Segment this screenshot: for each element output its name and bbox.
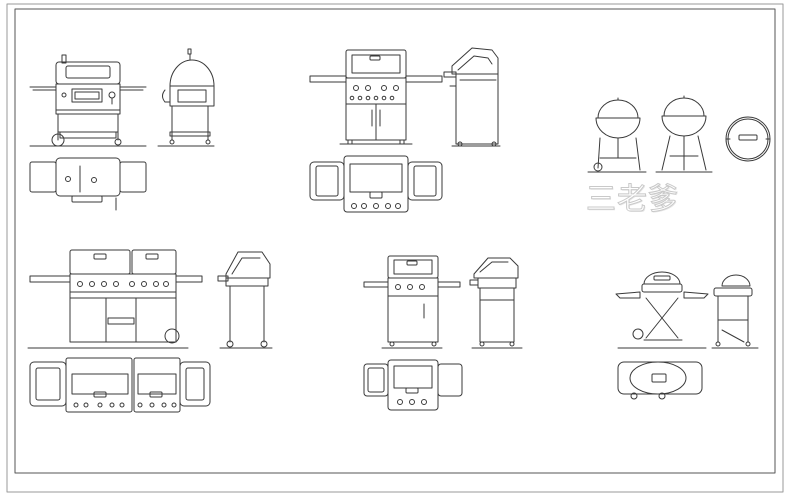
compact-gas-grill-side-view — [469, 257, 523, 349]
charcoal-barrel-grill-side-view — [157, 48, 215, 147]
gas-grill-3-burner-front-view — [309, 49, 443, 145]
large-gas-grill-front-view — [27, 249, 203, 349]
compact-gas-grill-front-view — [363, 255, 461, 349]
portable-folding-grill-side-view — [711, 274, 759, 349]
large-gas-grill-side-view — [217, 251, 273, 349]
kettle-grill-front-view — [587, 97, 647, 173]
kettle-grill-top-view — [725, 116, 771, 162]
gas-grill-3-burner-top-view — [309, 155, 443, 213]
charcoal-barrel-grill-top-view — [29, 157, 147, 211]
large-gas-grill-top-view — [29, 357, 211, 413]
compact-gas-grill-top-view — [363, 359, 463, 411]
watermark-logo: 三老爹 — [586, 182, 679, 218]
portable-folding-grill-top-view — [617, 361, 703, 400]
charcoal-barrel-grill-front-view — [29, 54, 147, 147]
portable-folding-grill-front-view — [615, 271, 709, 349]
gas-grill-3-burner-side-view — [443, 47, 501, 147]
kettle-grill-side-view — [655, 95, 713, 173]
sheet-inner-frame — [14, 8, 776, 474]
sheet-outer-frame — [6, 3, 784, 493]
